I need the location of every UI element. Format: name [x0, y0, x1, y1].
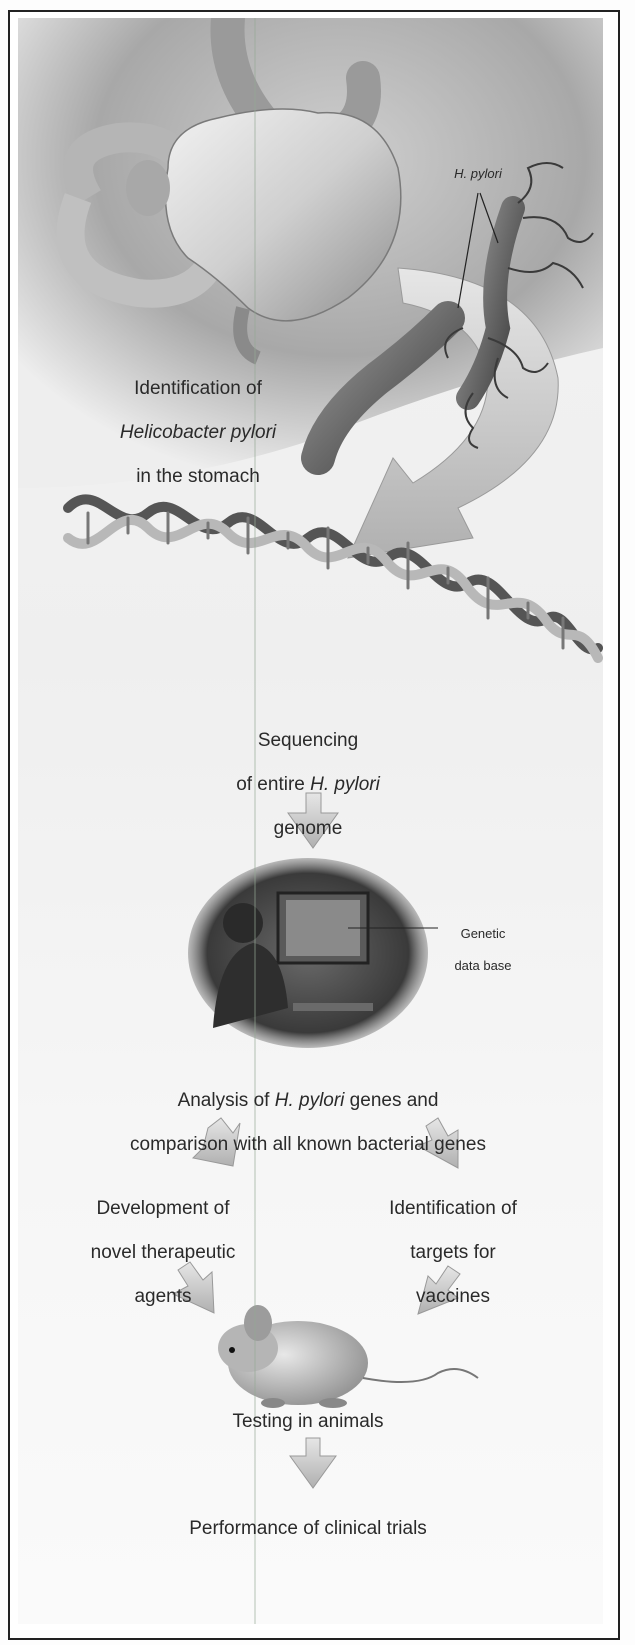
label-sequencing: Sequencing of entire H. pylori genome	[188, 708, 428, 862]
dna-helix	[68, 499, 598, 658]
label-genetic-database: Genetic data base	[438, 910, 528, 990]
label-development: Development of novel therapeutic agents	[63, 1176, 263, 1330]
label-identification: Identification of Helicobacter pylori in…	[78, 356, 318, 510]
down-arrow	[290, 1438, 336, 1488]
flow-diagram-panel: H. pylori Identification of Helicobacter…	[18, 18, 603, 1624]
label-vaccines: Identification of targets for vaccines	[353, 1176, 553, 1330]
computer-user-photo	[188, 858, 438, 1048]
label-analysis: Analysis of H. pylori genes and comparis…	[58, 1068, 558, 1178]
h-pylori-callout: H. pylori	[438, 166, 518, 182]
label-testing: Testing in animals	[158, 1411, 458, 1433]
label-clinical-trials: Performance of clinical trials	[108, 1518, 508, 1540]
